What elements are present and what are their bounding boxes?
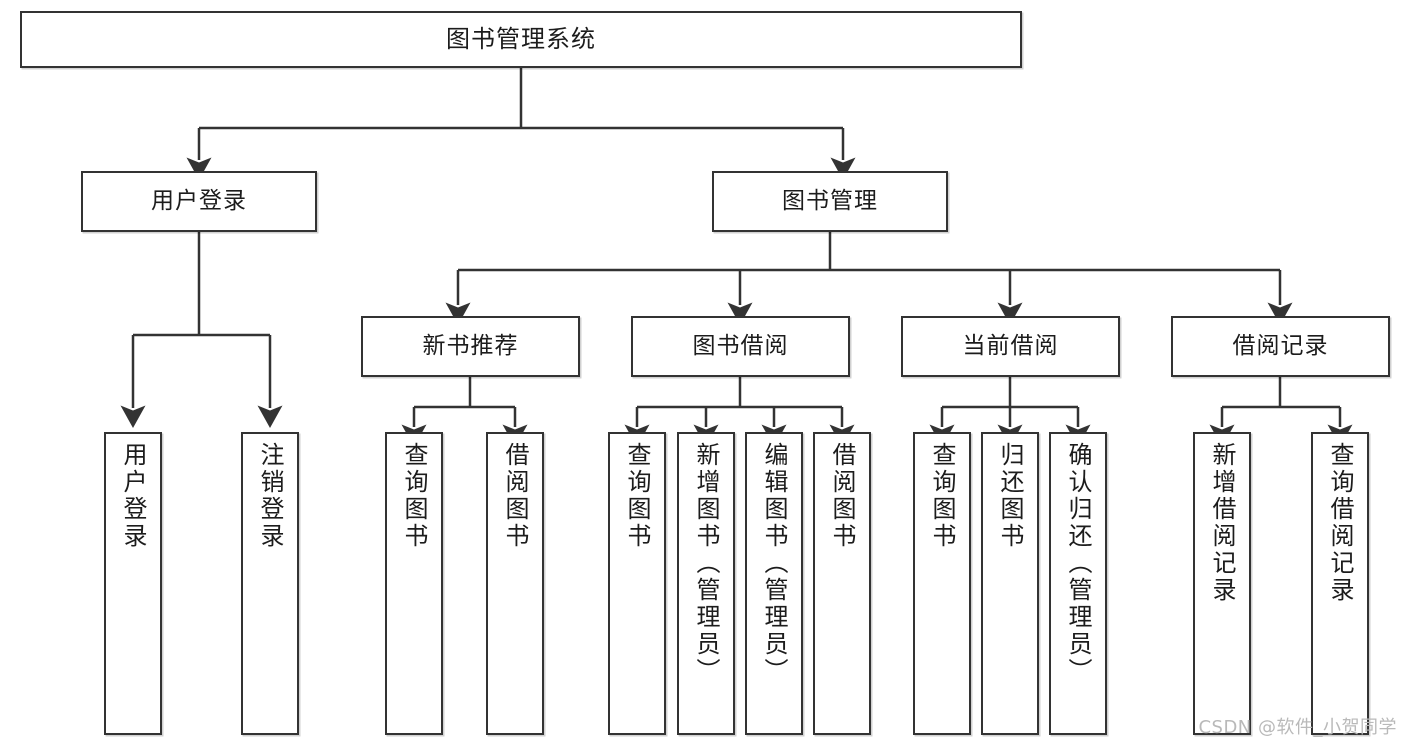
node-label: 查询图书 (400, 442, 428, 550)
leaf-current-borrow-return[interactable]: 归还图书 (981, 432, 1039, 735)
node-label: 图书借阅 (692, 333, 789, 360)
node-label: 借阅记录 (1232, 333, 1329, 360)
node-label: 用户登录 (151, 188, 247, 215)
node-label: 查询图书 (928, 442, 956, 550)
leaf-new-book-query[interactable]: 查询图书 (385, 432, 443, 735)
leaf-book-borrow-add[interactable]: 新增图书（管理员） (677, 432, 735, 735)
node-label: 归还图书 (996, 442, 1024, 550)
node-label: 借阅图书 (501, 442, 529, 550)
leaf-new-book-borrow[interactable]: 借阅图书 (486, 432, 544, 735)
node-book-borrow[interactable]: 图书借阅 (631, 316, 850, 377)
leaf-user-login-login[interactable]: 用户登录 (104, 432, 162, 735)
leaf-current-borrow-confirm-return[interactable]: 确认归还（管理员） (1049, 432, 1107, 735)
node-new-book-recommend[interactable]: 新书推荐 (361, 316, 580, 377)
leaf-current-borrow-query[interactable]: 查询图书 (913, 432, 971, 735)
leaf-borrow-record-query[interactable]: 查询借阅记录 (1311, 432, 1369, 735)
node-label: 编辑图书（管理员） (760, 442, 788, 685)
node-book-management[interactable]: 图书管理 (712, 171, 948, 232)
leaf-borrow-record-add[interactable]: 新增借阅记录 (1193, 432, 1251, 735)
node-label: 注销登录 (256, 442, 284, 550)
node-label: 借阅图书 (828, 442, 856, 550)
leaf-book-borrow-edit[interactable]: 编辑图书（管理员） (745, 432, 803, 735)
node-label: 当前借阅 (962, 333, 1059, 360)
node-label: 查询借阅记录 (1326, 442, 1354, 604)
leaf-book-borrow-borrow[interactable]: 借阅图书 (813, 432, 871, 735)
node-label: 新增图书（管理员） (692, 442, 720, 685)
node-root-book-management-system[interactable]: 图书管理系统 (20, 11, 1022, 68)
leaf-book-borrow-query[interactable]: 查询图书 (608, 432, 666, 735)
node-user-login[interactable]: 用户登录 (81, 171, 317, 232)
node-label: 新增借阅记录 (1208, 442, 1236, 604)
node-current-borrow[interactable]: 当前借阅 (901, 316, 1120, 377)
node-label: 新书推荐 (422, 333, 519, 360)
node-borrow-record[interactable]: 借阅记录 (1171, 316, 1390, 377)
leaf-user-login-logout[interactable]: 注销登录 (241, 432, 299, 735)
csdn-watermark: CSDN @软件_小贺同学 (1198, 717, 1397, 738)
node-label: 查询图书 (623, 442, 651, 550)
node-label: 确认归还（管理员） (1064, 442, 1092, 685)
node-label: 图书管理 (782, 188, 878, 215)
node-label: 图书管理系统 (446, 24, 596, 53)
node-label: 用户登录 (119, 442, 147, 550)
